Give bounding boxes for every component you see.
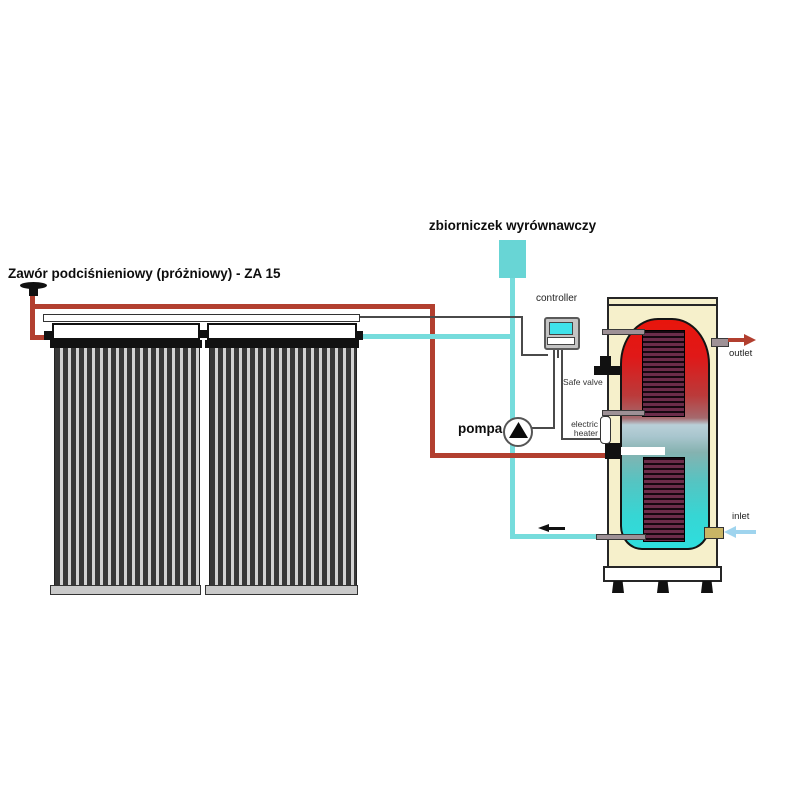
controller-label: controller [536, 293, 578, 304]
expansion-tank [499, 240, 526, 278]
hot-pipe-top-horizontal [30, 304, 435, 309]
collector2-manifold [207, 323, 357, 340]
tank-foot-right [701, 581, 713, 593]
coil-bottom-pipe [596, 534, 646, 540]
electric-heater-label: electric heater [570, 420, 598, 438]
sensor-wire-horizontal [358, 316, 523, 318]
wire-controller-to-heater-vertical [561, 347, 563, 440]
hot-pipe-tank-fitting [605, 443, 621, 459]
tank-bottom-coil [643, 457, 685, 542]
sensor-wire-to-controller [521, 354, 548, 356]
tank-foot-middle [657, 581, 669, 593]
outlet-stub [711, 338, 729, 347]
pump-label: pompa [458, 421, 503, 436]
flow-arrow-icon [538, 524, 568, 534]
hot-pipe-to-tank [430, 453, 610, 458]
hot-pipe-collector-stub [30, 335, 50, 340]
hot-pipe-valve-drop [30, 293, 35, 340]
electric-heater-icon [600, 416, 611, 444]
coil-top-inlet-pipe [602, 329, 645, 335]
inlet-stub [704, 527, 724, 539]
safe-valve-label: Safe valve [563, 377, 603, 387]
tank-base [603, 566, 722, 582]
wire-controller-to-pump-horizontal [529, 427, 555, 429]
collector-connector [198, 330, 209, 338]
collector2-strip [205, 340, 359, 348]
collector1-manifold [52, 323, 200, 340]
hot-pipe-down-vertical [430, 304, 435, 458]
collector-right-stub [355, 331, 363, 340]
tank-foot-left [612, 581, 624, 593]
outlet-label: outlet [729, 348, 753, 359]
expansion-tank-label: zbiorniczek wyrównawczy [428, 218, 597, 233]
pump-icon [503, 417, 533, 447]
collector2-tubes [209, 348, 357, 585]
controller-slot [547, 337, 575, 345]
inlet-arrow-icon [724, 526, 756, 538]
cold-pipe-collector-horizontal [362, 334, 513, 339]
inlet-label: inlet [732, 511, 750, 522]
cold-pipe-vertical [510, 278, 515, 539]
outlet-arrow-icon [728, 334, 758, 346]
collector1-strip [50, 340, 202, 348]
collector1-tubes [54, 348, 200, 585]
wire-controller-stub [557, 347, 559, 358]
vacuum-valve-icon [20, 281, 48, 297]
electric-heater-label-line1: electric [571, 419, 598, 429]
cold-pipe-bottom-horizontal [510, 534, 600, 539]
controller-screen [549, 322, 573, 335]
collector1-bottom-bar [50, 585, 201, 595]
heater-element-bar [621, 447, 665, 455]
sensor-wire-vertical [521, 316, 523, 356]
coil-top-outlet-pipe [602, 410, 645, 416]
tank-top-coil [642, 330, 685, 417]
vacuum-valve-label: Zawór podciśnieniowy (próżniowy) - ZA 15 [8, 266, 281, 281]
collector-left-stub [44, 331, 53, 340]
collector2-bottom-bar [205, 585, 358, 595]
electric-heater-label-line2: heater [573, 428, 598, 438]
controller-icon [544, 317, 580, 350]
collector-mounting-rail [43, 314, 360, 322]
pump-triangle [509, 422, 528, 438]
wire-controller-to-heater-horizontal [561, 438, 603, 440]
wire-controller-to-pump-vertical [553, 347, 555, 428]
tank-lid-line [609, 304, 716, 306]
safe-valve-icon [594, 356, 622, 375]
